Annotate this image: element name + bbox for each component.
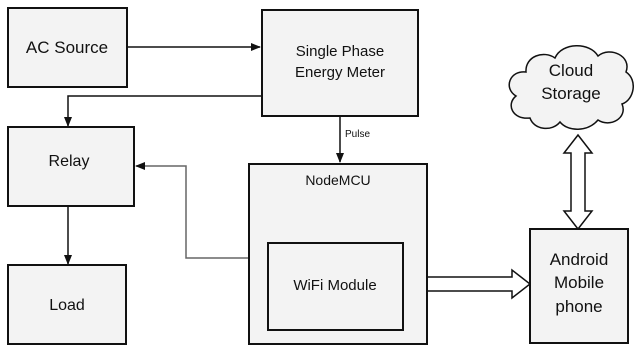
cloud-label-line1: Cloud	[549, 61, 593, 80]
ac-source-block	[7, 7, 128, 88]
cloud-storage-icon	[508, 45, 634, 130]
connectors	[64, 43, 344, 265]
android-phone-block	[529, 228, 629, 344]
nodemcu-label: NodeMCU	[305, 172, 370, 188]
android-label-line2: Mobile	[554, 273, 604, 292]
android-label-line3: phone	[555, 297, 602, 316]
relay-label: Relay	[49, 153, 90, 170]
load-label: Load	[49, 297, 85, 314]
energy-meter-label-line1: Single Phase	[296, 43, 384, 60]
energy-meter-block	[261, 9, 419, 117]
arrow-meter-to-relay	[64, 95, 262, 127]
pulse-label: Pulse	[345, 129, 370, 140]
cloud-label-line2: Storage	[541, 84, 601, 103]
double-arrow-cloud-android	[562, 133, 594, 231]
android-label-line1: Android	[550, 250, 609, 269]
wifi-module-block	[267, 242, 404, 331]
load-block	[7, 264, 127, 345]
wifi-module-label: WiFi Module	[293, 277, 376, 294]
arrow-nodemcu-to-relay	[135, 162, 248, 259]
ac-source-label: AC Source	[26, 38, 108, 57]
energy-meter-label-line2: Energy Meter	[295, 64, 385, 81]
relay-block	[7, 126, 135, 207]
